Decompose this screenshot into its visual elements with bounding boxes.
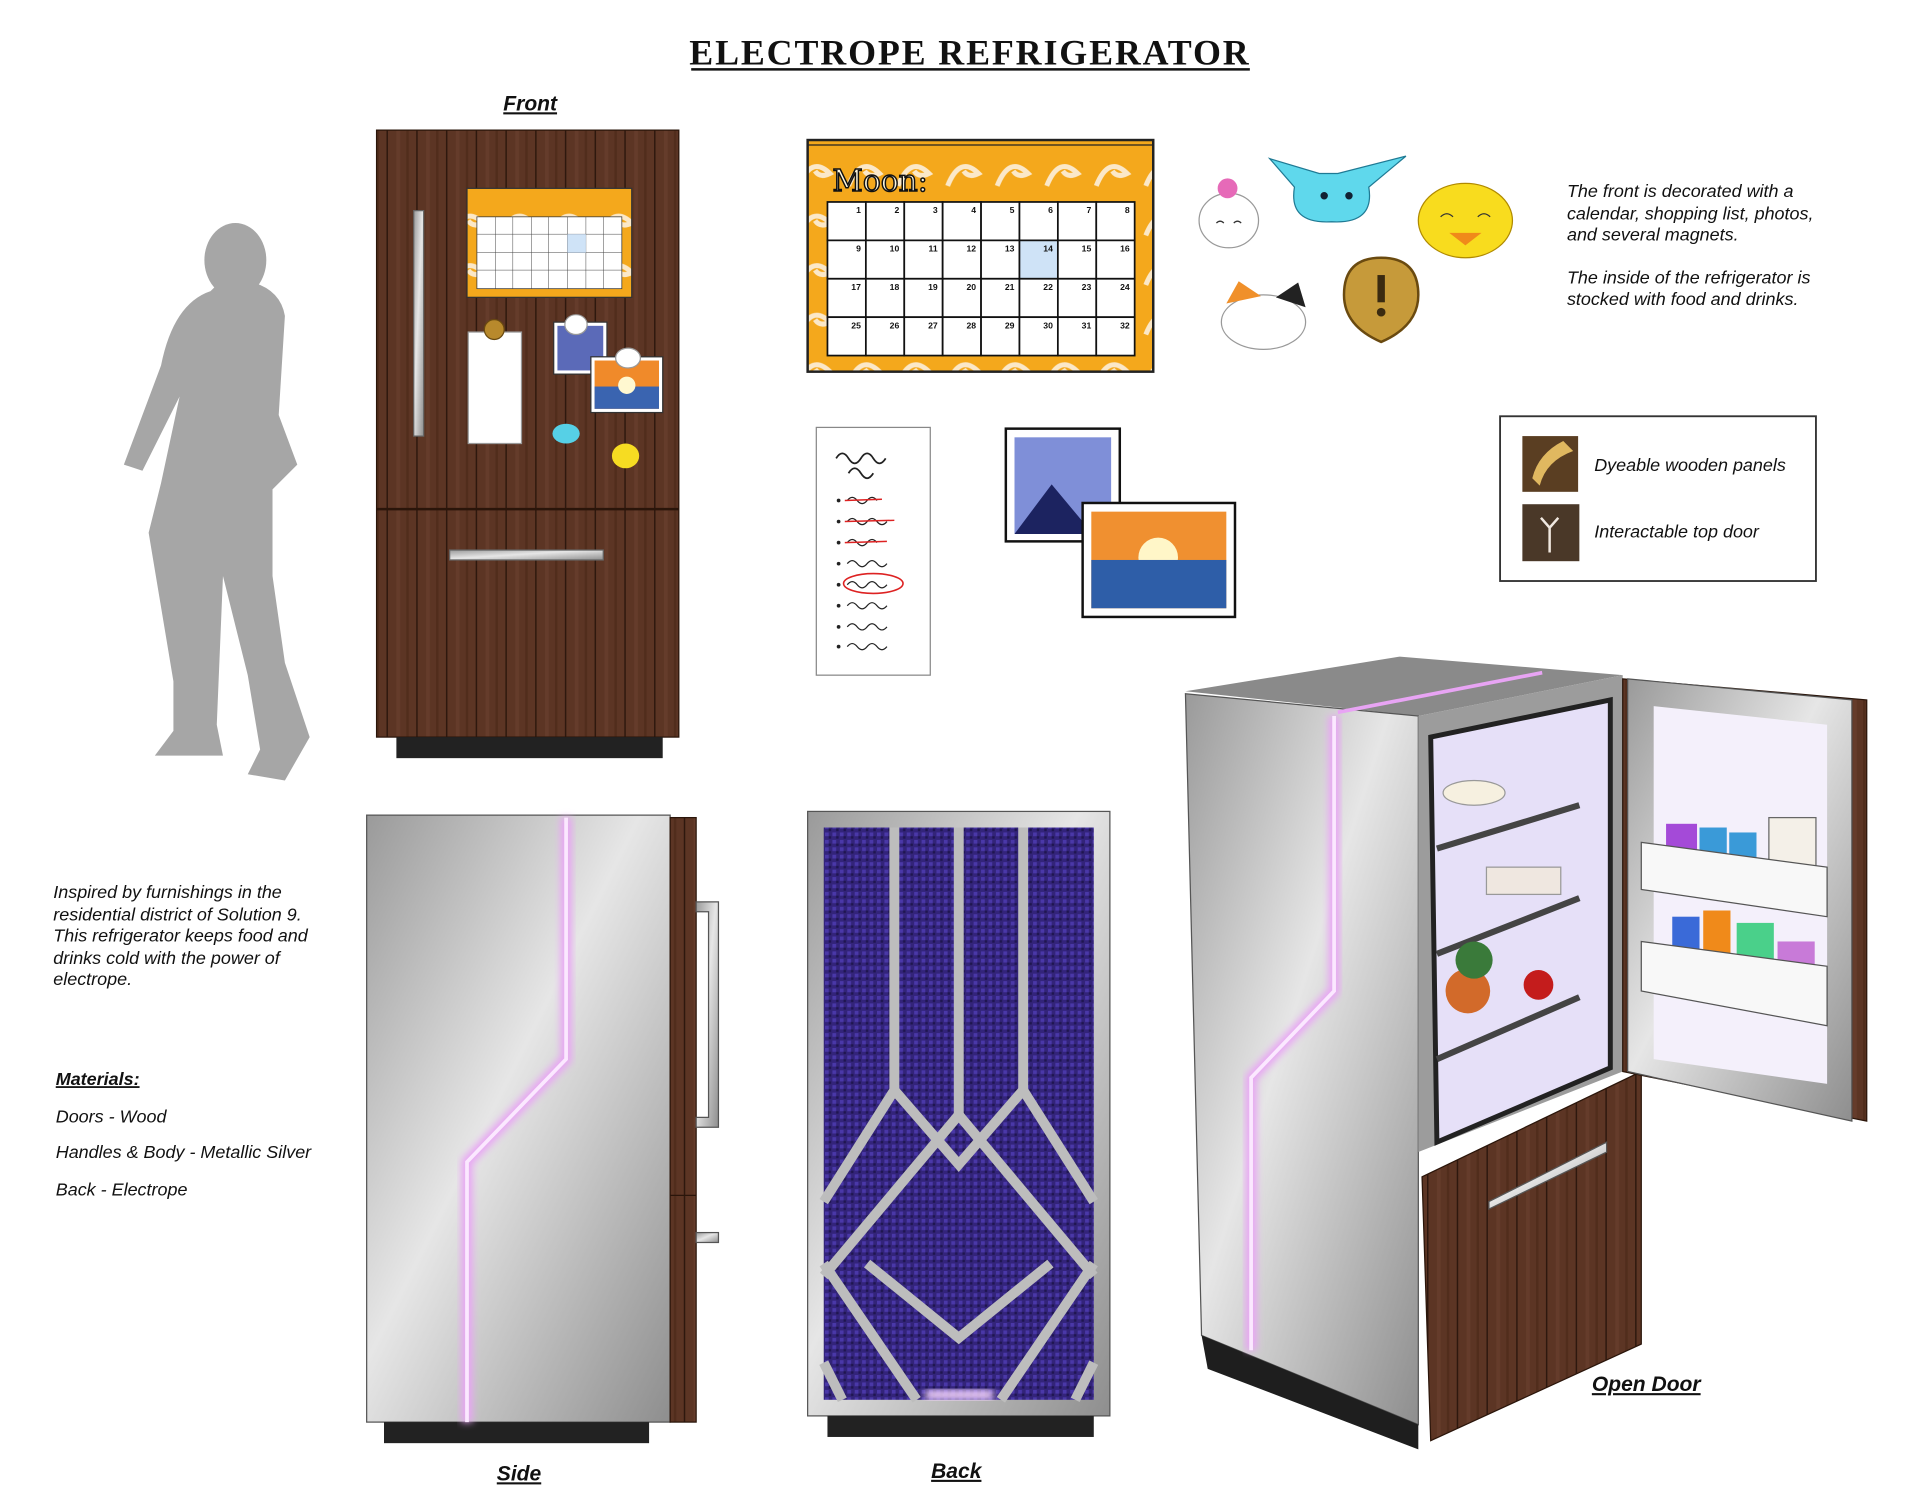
description-line: Inspired by furnishings in the: [53, 882, 282, 902]
calendar-day-cell: [941, 316, 982, 357]
calendar-day-cell: [864, 277, 906, 319]
calendar-day-number: 23: [1082, 282, 1092, 292]
calendar-day-number: 1: [856, 205, 861, 215]
open-door-view-label: Open Door: [1592, 1373, 1703, 1396]
calendar-day-number: 9: [856, 244, 861, 254]
materials-heading: Materials:: [56, 1069, 140, 1089]
calendar-day-cell: [1095, 277, 1136, 319]
cat-magnet: [1220, 281, 1307, 350]
calendar-day-number: 14: [1043, 244, 1053, 254]
moogle-magnet: [1198, 178, 1260, 249]
calendar-day-number: 4: [971, 205, 976, 215]
calendar-day-number: 12: [966, 244, 976, 254]
calendar-day-number: 30: [1043, 320, 1053, 330]
front-top-handle: [413, 210, 425, 437]
note-line: stocked with food and drinks.: [1567, 289, 1799, 309]
material-item: Handles & Body - Metallic Silver: [56, 1142, 312, 1162]
description-line: electrope.: [53, 969, 132, 989]
chocobo-magnet: [1417, 182, 1514, 259]
front-view-label: Front: [503, 92, 558, 115]
calendar-day-cell: [864, 316, 906, 357]
front-view-fridge: [375, 129, 680, 759]
human-silhouette: [123, 223, 310, 781]
calendar-day-number: 3: [933, 205, 938, 215]
side-view-fridge: [366, 814, 720, 1444]
calendar-day-number: 25: [851, 320, 861, 330]
carbuncle-magnet: [1267, 155, 1407, 223]
calendar-day-number: 16: [1120, 244, 1130, 254]
calendar-day-number: 18: [890, 282, 900, 292]
electrope-glow-line: [465, 817, 568, 1423]
material-item: Back - Electrope: [56, 1179, 188, 1199]
side-view-label: Side: [497, 1462, 542, 1485]
calendar-day-cell: [941, 239, 982, 280]
calendar-day-number: 8: [1125, 205, 1130, 215]
note-line: The front is decorated with a: [1567, 181, 1794, 201]
calendar-day-number: 31: [1082, 320, 1092, 330]
calendar-day-cell: [903, 239, 944, 280]
calendar-day-cell: [826, 201, 867, 242]
calendar-day-cell: [826, 316, 867, 357]
calendar-day-number: 32: [1120, 320, 1130, 330]
calendar-day-number: 22: [1043, 282, 1053, 292]
exclamation-magnet: [1342, 256, 1420, 344]
calendar-day-cell: [1095, 316, 1136, 357]
magnets: [1198, 155, 1514, 350]
description-line: residential district of Solution 9.: [53, 904, 301, 924]
front-description: The front is decorated with a calendar, …: [1567, 181, 1814, 309]
calendar-day-number: 26: [890, 320, 900, 330]
description-line: drinks cold with the power of: [53, 948, 282, 968]
calendar-day-cell: [980, 201, 1021, 242]
calendar-day-cell: [1018, 201, 1059, 242]
calendar-day-number: 5: [1010, 205, 1015, 215]
legend-box: Dyeable wooden panels Interactable top d…: [1499, 415, 1817, 582]
calendar-day-number: 7: [1086, 205, 1091, 215]
note-line: and several magnets.: [1567, 224, 1739, 244]
calendar-day-number: 15: [1082, 244, 1092, 254]
calendar-day-number: 19: [928, 282, 938, 292]
calendar-day-cell: [903, 277, 944, 319]
materials-list: Materials: Doors - Wood Handles & Body -…: [56, 1069, 312, 1199]
calendar-day-number: 6: [1048, 205, 1053, 215]
material-item: Doors - Wood: [56, 1106, 168, 1126]
calendar-day-number: 11: [929, 244, 938, 254]
calendar-day-number: 24: [1120, 282, 1130, 292]
calendar-day-number: 2: [894, 205, 899, 215]
calendar-day-number: 20: [966, 282, 976, 292]
note-line: The inside of the refrigerator is: [1567, 268, 1811, 288]
calendar-day-number: 10: [890, 244, 900, 254]
front-bottom-handle: [449, 549, 604, 561]
description-line: This refrigerator keeps food and: [53, 925, 308, 945]
calendar-day-number: 29: [1005, 320, 1015, 330]
calendar-day-number: 21: [1005, 282, 1015, 292]
door-interact-icon: [1522, 504, 1580, 562]
sheet-title: ELECTROPE REFRIGERATOR: [689, 32, 1250, 72]
calendar-title: Moon:: [832, 164, 927, 199]
description: Inspired by furnishings in the residenti…: [53, 882, 308, 989]
calendar-day-number: 27: [928, 320, 938, 330]
photos: [1004, 427, 1237, 619]
calendar-day-cell: [826, 239, 867, 280]
calendar-day-number: 17: [851, 282, 861, 292]
calendar-day-cell: [941, 277, 982, 319]
legend-label: Interactable top door: [1594, 522, 1760, 542]
dye-icon: [1522, 436, 1579, 492]
calendar-day-number: 28: [966, 320, 976, 330]
shopping-list: [815, 426, 931, 676]
legend-label: Dyeable wooden panels: [1594, 455, 1786, 475]
note-line: calendar, shopping list, photos,: [1567, 203, 1814, 223]
calendar-day-cell: [1095, 239, 1136, 280]
open-door-fridge: [1184, 656, 1868, 1450]
electrope-glow-line: [1249, 716, 1336, 1351]
back-view-fridge: [807, 810, 1111, 1437]
back-view-label: Back: [931, 1460, 983, 1483]
calendar-day-number: 13: [1005, 244, 1015, 254]
